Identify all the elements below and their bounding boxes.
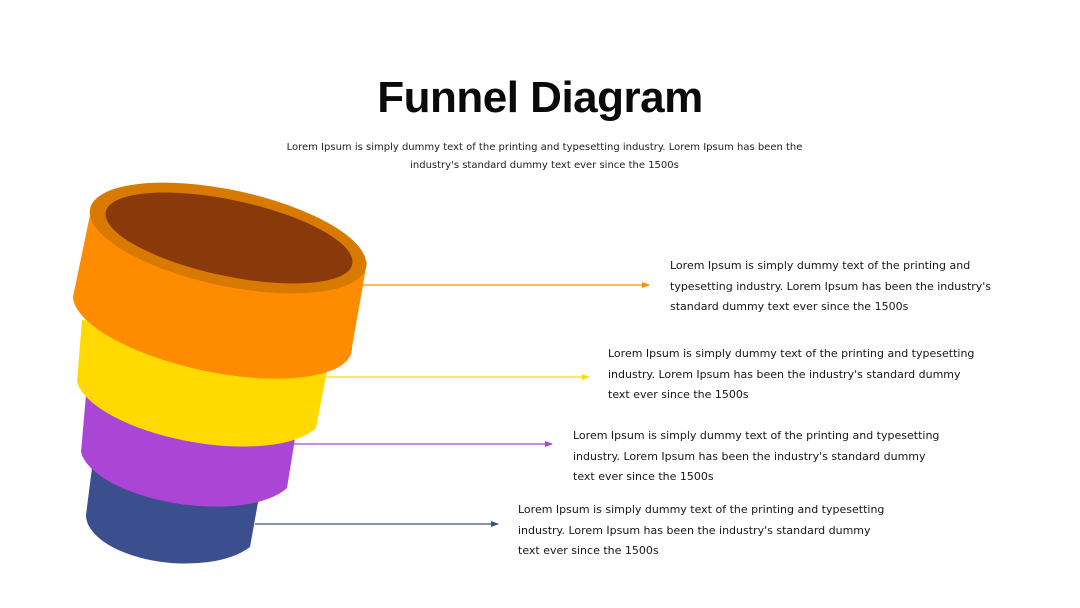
stage-3-description: Lorem Ipsum is simply dummy text of the … [573, 429, 940, 483]
stage-2-description: Lorem Ipsum is simply dummy text of the … [608, 347, 975, 401]
page-subtitle: Lorem Ipsum is simply dummy text of the … [286, 142, 803, 171]
funnel-stage-1 [73, 182, 650, 379]
page-title: Funnel Diagram [377, 73, 703, 122]
funnel-stage-1-opening [105, 192, 353, 284]
stage-1-description: Lorem Ipsum is simply dummy text of the … [670, 259, 992, 313]
stage-4-description: Lorem Ipsum is simply dummy text of the … [518, 503, 885, 557]
